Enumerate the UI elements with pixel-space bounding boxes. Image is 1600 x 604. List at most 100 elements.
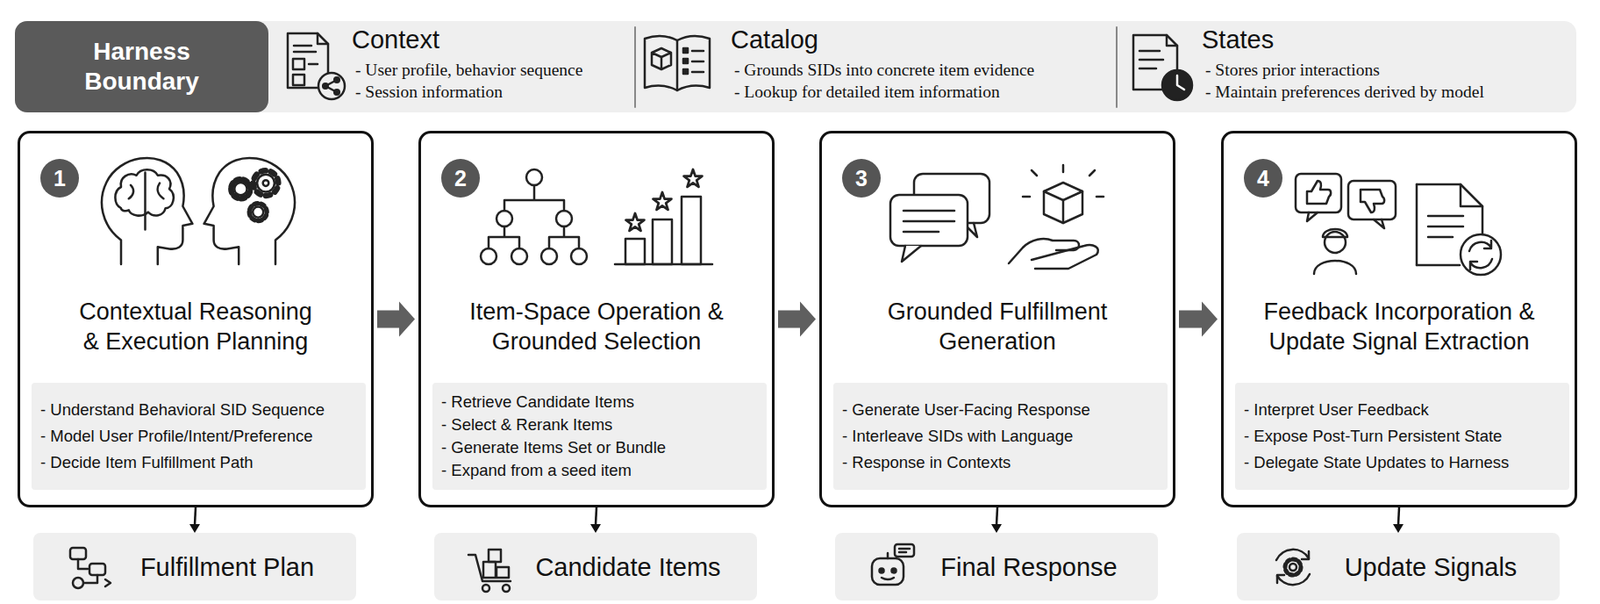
output-box: Candidate Items <box>434 532 758 600</box>
brain-head-icon <box>101 157 193 265</box>
bullet-panel: - Generate User-Facing Response- Interle… <box>833 382 1168 490</box>
plan-flow-icon-part <box>105 578 111 586</box>
section-heading: Context <box>351 24 440 55</box>
output-box: Final Response <box>835 532 1158 600</box>
catalog-icon-part <box>676 40 679 91</box>
context-icon-part <box>334 89 340 95</box>
hand-box-icon-part <box>1022 164 1104 197</box>
arrow-shaft <box>996 507 998 525</box>
catalog-icon-part <box>651 48 672 70</box>
output-box: Fulfillment Plan <box>33 532 357 600</box>
context-icon-part <box>293 45 316 52</box>
bullet-item: - Select & Rerank Items <box>441 413 613 436</box>
plan-flow-icon-part <box>84 574 98 583</box>
feedback-person-icon-part <box>1360 189 1385 213</box>
gears-head-icon-part <box>257 174 275 193</box>
bullet-item: - Decide Item Fulfillment Path <box>40 449 254 476</box>
update-gear-icon-part <box>1277 550 1309 583</box>
update-gear-icon <box>1276 549 1310 585</box>
output-label: Candidate Items <box>535 551 721 582</box>
states-icon-part <box>1162 70 1193 100</box>
arrow-head <box>189 523 200 533</box>
bullet-item: - Generate User-Facing Response <box>842 396 1091 423</box>
tree-icon-part <box>480 248 497 265</box>
doc-refresh-icon-part <box>1470 258 1493 270</box>
context-icon-part <box>325 79 337 93</box>
cart-icon <box>468 549 511 592</box>
bullet-item: - Expose Post-Turn Persistent State <box>1243 422 1502 450</box>
output-arrow <box>1392 507 1404 533</box>
update-gear-icon-part <box>1289 563 1297 571</box>
context-icon-part <box>292 74 305 86</box>
feedback-person-icon-part <box>1314 260 1357 274</box>
catalog-icon-part <box>683 69 688 74</box>
stage-box: Feedback Incorporation & Update Signal E… <box>1221 130 1578 508</box>
rating-bars-icon-part <box>626 213 645 231</box>
output-label: Fulfillment Plan <box>140 551 315 582</box>
section-bullet: - Maintain preferences derived by model <box>1205 81 1485 102</box>
context-icon-part <box>287 33 329 88</box>
stage-title: Item-Space Operation & Grounded Selectio… <box>442 296 750 357</box>
states-icon-part <box>1133 35 1178 90</box>
callout-number: 3 <box>855 165 868 191</box>
chat-bubbles-icon <box>890 173 990 262</box>
section-divider-part <box>634 27 636 108</box>
section-bullet: - User profile, behavior sequence <box>355 59 583 80</box>
states-icon-part <box>1166 35 1178 46</box>
plan-flow-icon <box>70 547 111 588</box>
bot-chat-icon-part <box>879 568 885 573</box>
chat-bubbles-icon-part <box>901 245 922 262</box>
bullet-item: - Generate Items Set or Bundle <box>441 435 666 459</box>
bullet-item: - Delegate State Updates to Harness <box>1243 449 1509 476</box>
step-number-circle: 3 <box>842 158 881 198</box>
callout-number: 2 <box>454 165 467 191</box>
section-heading: Catalog <box>730 24 819 55</box>
icon-layer-part <box>70 27 1501 592</box>
section-bullet: - Lookup for detailed item information <box>734 81 1000 102</box>
feedback-person-icon-part <box>1295 173 1342 213</box>
gears-head-icon-part <box>204 157 295 265</box>
harness-section: Catalog- Grounds SIDs into concrete item… <box>636 21 1115 113</box>
doc-refresh-icon-part <box>1460 234 1501 275</box>
output-arrow <box>590 507 601 533</box>
arrow-head <box>590 523 601 533</box>
plan-flow-icon-part <box>70 547 86 559</box>
callout-number: 1 <box>53 165 66 191</box>
gears-head-icon-part <box>263 179 270 186</box>
bullet-item: - Understand Behavioral SID Sequence <box>40 396 325 423</box>
doc-refresh-icon-part <box>1416 184 1483 265</box>
flow-arrow <box>1178 301 1218 337</box>
update-gear-icon-part <box>1285 558 1301 575</box>
bot-chat-icon-part <box>892 568 897 573</box>
bullet-item: - Expand from a seed item <box>441 458 632 482</box>
flow-arrow <box>377 301 415 337</box>
section-bullet: - Session information <box>355 81 503 102</box>
section-divider-part <box>1115 27 1118 108</box>
chat-bubbles-icon-part <box>890 194 968 246</box>
context-icon <box>287 33 345 100</box>
output-arrow <box>189 507 200 533</box>
plan-flow-icon-part <box>89 563 106 575</box>
doc-refresh-icon-part <box>1469 240 1492 251</box>
rating-bars-icon-part <box>614 263 713 266</box>
context-icon-part <box>322 83 329 89</box>
gears-head-icon-part <box>234 182 247 195</box>
context-icon-part <box>308 63 318 66</box>
context-icon-part <box>318 72 345 100</box>
hand-box-icon-part <box>1031 244 1099 269</box>
brain-head-icon-part <box>114 169 173 215</box>
tree-icon-part <box>541 248 558 265</box>
output-label: Final Response <box>940 551 1118 582</box>
bullet-item: - Interpret User Feedback <box>1243 396 1429 423</box>
stage-title: Contextual Reasoning & Execution Plannin… <box>68 296 323 357</box>
brain-head-icon-part <box>128 172 165 230</box>
section-bullet: - Stores prior interactions <box>1205 59 1380 80</box>
harness-tab: Harness Boundary <box>14 21 269 113</box>
tree-icon-part <box>511 248 528 265</box>
tree-icon-part <box>571 248 587 265</box>
bullet-item: - Retrieve Candidate Items <box>441 390 635 414</box>
gears-head-icon-part <box>253 170 279 196</box>
feedback-person-icon-part <box>1307 212 1318 222</box>
doc-refresh-icon-part <box>1416 184 1483 265</box>
